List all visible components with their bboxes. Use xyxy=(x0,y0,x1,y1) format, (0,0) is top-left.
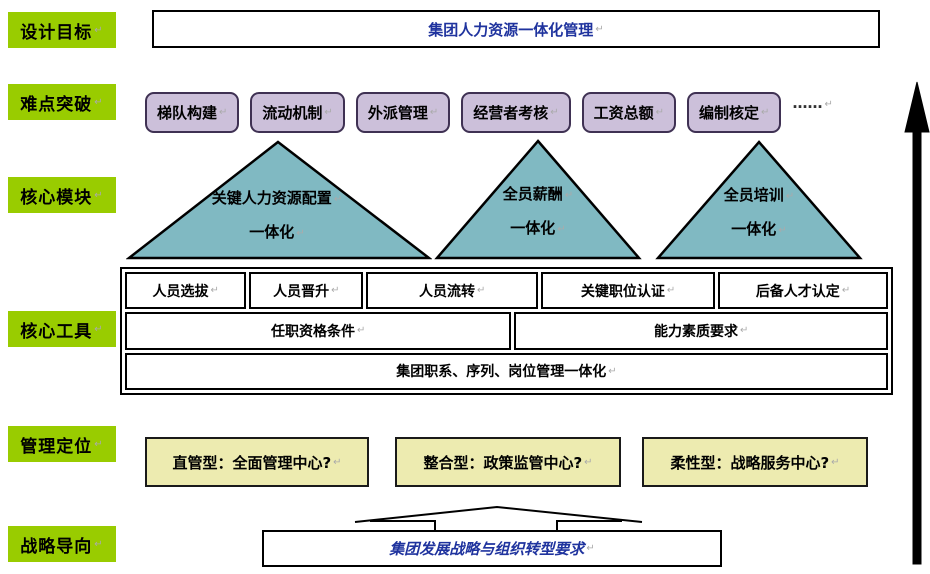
pilcrow-mark: ↵ xyxy=(740,325,749,337)
module-triangle-2 xyxy=(434,139,642,260)
positioning-box-direct: 直管型：全面管理中心?↵ xyxy=(145,437,369,487)
goal-text: 集团人力资源一体化管理 xyxy=(428,20,594,39)
row-label-core-tools: 核心工具↵ xyxy=(8,311,116,347)
pilcrow-mark: ↵ xyxy=(429,107,439,118)
positioning-text: 整合型：政策监管中心? xyxy=(423,453,583,472)
pilcrow-mark: ↵ xyxy=(94,96,104,108)
pilcrow-mark: ↵ xyxy=(357,325,366,337)
module-triangle-1 xyxy=(126,140,432,260)
row-label-design-goal: 设计目标↵ xyxy=(8,12,116,48)
pilcrow-mark: ↵ xyxy=(94,24,104,36)
pilcrow-mark: ↵ xyxy=(324,107,333,118)
chip-text: 外派管理 xyxy=(367,104,428,122)
row-label-strategic-direction: 战略导向↵ xyxy=(8,526,116,562)
positioning-box-flexible: 柔性型：战略服务中心?↵ xyxy=(642,437,868,487)
pilcrow-mark: ↵ xyxy=(595,23,604,35)
difficulty-chip: 流动机制↵ xyxy=(250,92,345,133)
pilcrow-mark: ↵ xyxy=(94,538,104,550)
ellipsis-text: …… xyxy=(792,94,823,112)
tool-cell: 后备人才认定↵ xyxy=(718,272,889,310)
module-line2: 一体化↵ xyxy=(249,223,305,241)
module-triangle-3-text: 全员培训↵ 一体化↵ xyxy=(659,179,859,247)
tool-cell: 关键职位认证↵ xyxy=(541,272,716,310)
pilcrow-mark: ↵ xyxy=(219,107,228,118)
chip-text: 流动机制 xyxy=(262,104,323,122)
pilcrow-mark: ↵ xyxy=(333,194,343,205)
positioning-text: 柔性型：战略服务中心? xyxy=(670,453,830,472)
pilcrow-mark: ↵ xyxy=(210,285,219,297)
row-label-difficulties: 难点突破↵ xyxy=(8,84,116,120)
pilcrow-mark: ↵ xyxy=(655,107,665,118)
module-triangle-1-text: 关键人力资源配置↵ 一体化↵ xyxy=(152,182,402,250)
pilcrow-mark: ↵ xyxy=(831,456,840,468)
difficulty-chip: 经营者考核↵ xyxy=(461,92,571,133)
module-line2: 一体化↵ xyxy=(510,219,566,237)
module-line1: 全员薪酬↵ xyxy=(502,185,574,203)
strategy-text: 集团发展战略与组织转型要求 xyxy=(389,540,585,558)
difficulty-chip: 编制核定↵ xyxy=(687,92,782,133)
pilcrow-mark: ↵ xyxy=(564,190,574,201)
row-label-text: 核心工具 xyxy=(20,321,93,342)
module-line2: 一体化↵ xyxy=(731,220,787,238)
core-tools-table: 人员选拔↵ 人员晋升↵ 人员流转↵ 关键职位认证↵ 后备人才认定↵ 任职资格条件… xyxy=(120,267,893,395)
pilcrow-mark: ↵ xyxy=(785,191,795,202)
row-label-text: 设计目标 xyxy=(20,22,93,43)
chip-text: 编制核定 xyxy=(699,104,760,122)
row-label-core-modules: 核心模块↵ xyxy=(8,177,116,213)
pilcrow-mark: ↵ xyxy=(94,323,104,335)
module-line1: 全员培训↵ xyxy=(723,186,795,204)
row-label-text: 核心模块 xyxy=(20,187,93,208)
pilcrow-mark: ↵ xyxy=(557,224,566,235)
pilcrow-mark: ↵ xyxy=(608,365,617,377)
chevron-up-arrow-icon xyxy=(354,505,643,530)
pilcrow-mark: ↵ xyxy=(666,285,676,297)
tool-cell: 人员流转↵ xyxy=(366,272,539,310)
chip-text: 经营者考核 xyxy=(473,104,549,122)
chip-text: 梯队构建 xyxy=(157,104,218,122)
tools-row-3: 集团职系、序列、岗位管理一体化↵ xyxy=(125,352,888,390)
row-label-text: 管理定位 xyxy=(20,436,93,457)
pilcrow-mark: ↵ xyxy=(550,107,559,118)
pilcrow-mark: ↵ xyxy=(296,228,305,239)
difficulty-chip: 梯队构建↵ xyxy=(145,92,240,133)
tools-row-1: 人员选拔↵ 人员晋升↵ 人员流转↵ 关键职位认证↵ 后备人才认定↵ xyxy=(125,272,889,310)
pilcrow-mark: ↵ xyxy=(331,285,340,297)
row-label-management-positioning: 管理定位↵ xyxy=(8,426,116,462)
tool-cell: 任职资格条件↵ xyxy=(125,312,512,350)
row-label-text: 战略导向 xyxy=(20,536,93,557)
module-line1: 关键人力资源配置↵ xyxy=(211,189,343,207)
tool-cell: 人员选拔↵ xyxy=(125,272,247,310)
pilcrow-mark: ↵ xyxy=(94,438,104,450)
pilcrow-mark: ↵ xyxy=(761,107,770,118)
pilcrow-mark: ↵ xyxy=(586,543,595,554)
tool-cell: 能力素质要求↵ xyxy=(514,312,888,350)
difficulty-chips-row: 梯队构建↵ 流动机制↵ 外派管理↵ 经营者考核↵ 工资总额↵ 编制核定↵ ……↵ xyxy=(145,92,833,133)
pilcrow-mark: ↵ xyxy=(824,99,833,110)
ellipsis-mark: ……↵ xyxy=(792,94,832,112)
module-triangle-2-text: 全员薪酬↵ 一体化↵ xyxy=(438,178,638,246)
pilcrow-mark: ↵ xyxy=(841,285,851,297)
row-label-text: 难点突破 xyxy=(20,94,93,115)
pilcrow-mark: ↵ xyxy=(778,225,787,236)
strategy-box: 集团发展战略与组织转型要求↵ xyxy=(262,530,722,567)
tools-row-2: 任职资格条件↵ 能力素质要求↵ xyxy=(125,312,888,350)
pilcrow-mark: ↵ xyxy=(584,456,593,468)
module-triangle-3 xyxy=(655,140,863,260)
chip-text: 工资总额 xyxy=(593,104,654,122)
difficulty-chip: 工资总额↵ xyxy=(581,92,677,133)
pilcrow-mark: ↵ xyxy=(94,189,104,201)
pilcrow-mark: ↵ xyxy=(476,285,486,297)
tool-cell: 人员晋升↵ xyxy=(249,272,364,310)
difficulty-chip: 外派管理↵ xyxy=(355,92,451,133)
positioning-box-integrated: 整合型：政策监管中心?↵ xyxy=(395,437,621,487)
tool-cell: 集团职系、序列、岗位管理一体化↵ xyxy=(125,352,888,390)
positioning-text: 直管型：全面管理中心? xyxy=(172,453,332,472)
pilcrow-mark: ↵ xyxy=(333,456,342,468)
up-arrow-icon xyxy=(904,81,930,565)
goal-box: 集团人力资源一体化管理↵ xyxy=(152,10,880,48)
